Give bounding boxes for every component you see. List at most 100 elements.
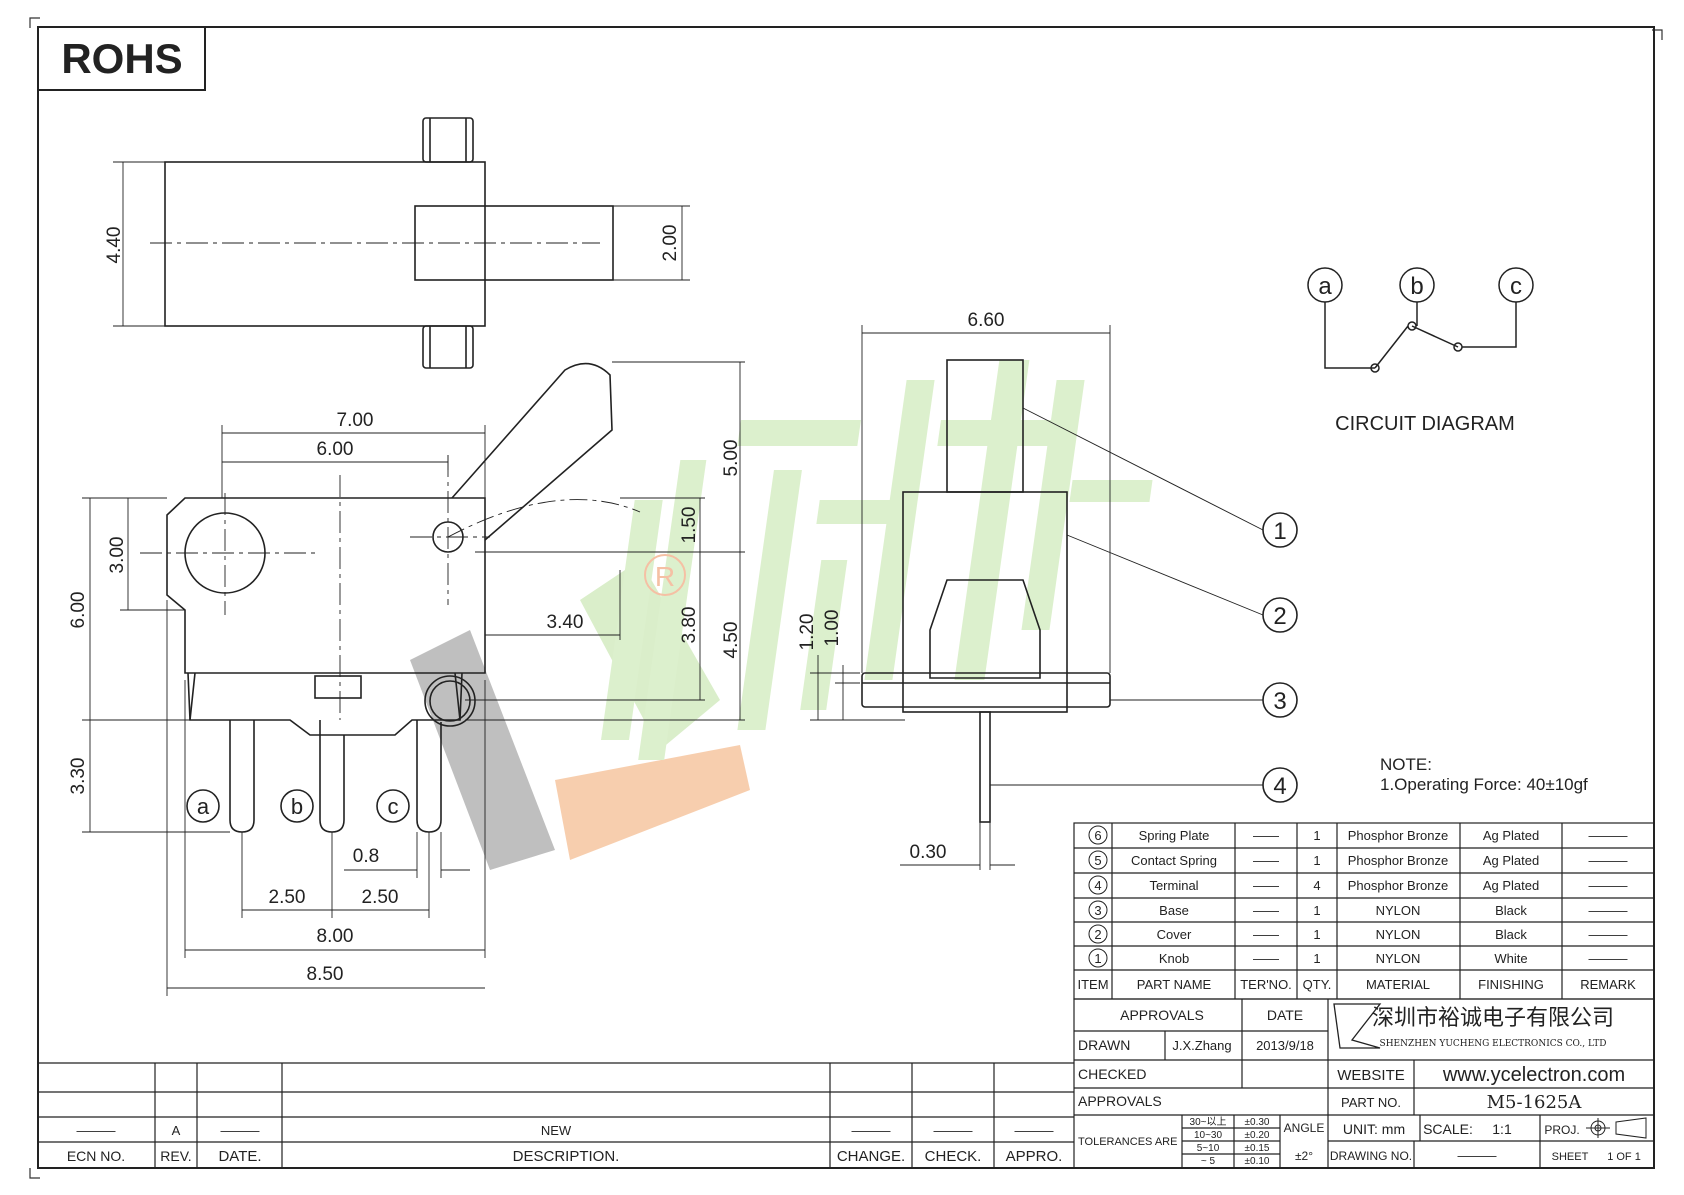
dim-2-00: 2.00 — [660, 225, 681, 262]
bom-item: 6 — [1094, 828, 1101, 843]
unit-label: UNIT: mm — [1343, 1121, 1405, 1137]
pin-label-c: c — [388, 794, 399, 819]
bom-qty: 4 — [1313, 878, 1320, 893]
drawing-no-label: DRAWING NO. — [1330, 1149, 1412, 1163]
dim-6-00-vertical: 6.00 — [68, 592, 89, 629]
dim-1-00: 1.00 — [822, 610, 843, 647]
rev-header-appro: APPRO. — [1006, 1148, 1063, 1165]
dim-3-40: 3.40 — [547, 612, 584, 633]
rev-ecn: ——— — [77, 1123, 116, 1138]
rev-header-change: CHANGE. — [837, 1148, 905, 1165]
sheet-border — [37, 26, 1655, 1169]
bom-finishing: Black — [1495, 927, 1527, 942]
dim-8-00: 8.00 — [317, 926, 354, 947]
rev-change: ——— — [852, 1123, 891, 1138]
bom-header-remark: REMARK — [1580, 977, 1636, 992]
dim-0-30: 0.30 — [910, 842, 947, 863]
corner-mark — [29, 17, 1663, 1179]
drawn-date: 2013/9/18 — [1256, 1038, 1314, 1053]
dim-3-30: 3.30 — [68, 758, 89, 795]
bom-remark: ——— — [1589, 853, 1628, 868]
approvals-label: APPROVALS — [1078, 1093, 1162, 1109]
callout-4: 4 — [1273, 773, 1286, 800]
watermark-logo-orange — [555, 745, 750, 860]
tol-range: 30~以上 — [1190, 1116, 1227, 1128]
rev-header-rev: REV. — [160, 1148, 191, 1164]
dim-8-50: 8.50 — [307, 964, 344, 985]
dim-3-00: 3.00 — [107, 537, 128, 574]
bom-item-circles — [1088, 825, 1108, 968]
dim-1-50: 1.50 — [679, 507, 700, 544]
bom-finishing: Black — [1495, 903, 1527, 918]
bom-item: 2 — [1094, 927, 1101, 942]
drawn-by: J.X.Zhang — [1172, 1038, 1231, 1053]
bom-header-item: ITEM — [1077, 977, 1108, 992]
bom-finishing: White — [1494, 951, 1527, 966]
watermark-logo-green — [580, 560, 720, 750]
bom-material: Phosphor Bronze — [1348, 853, 1448, 868]
dim-2-50-right: 2.50 — [362, 887, 399, 908]
company-name-cn: 深圳市裕诚电子有限公司 — [1372, 1005, 1614, 1030]
circuit-label-a: a — [1318, 273, 1332, 300]
rev-header-date: DATE. — [218, 1148, 261, 1165]
bom-material: Phosphor Bronze — [1348, 878, 1448, 893]
registered-letter: R — [655, 561, 675, 592]
bom-finishing: Ag Plated — [1483, 853, 1539, 868]
rev-check: ——— — [934, 1123, 973, 1138]
callout-2: 2 — [1273, 603, 1286, 630]
rev-header-ecn: ECN NO. — [67, 1148, 125, 1164]
side-view — [810, 325, 1298, 870]
sheet-value: 1 OF 1 — [1607, 1151, 1641, 1163]
bom-remark: ——— — [1589, 951, 1628, 966]
angle-label: ANGLE — [1284, 1121, 1325, 1135]
company-name-en: SHENZHEN YUCHENG ELECTRONICS CO., LTD — [1380, 1039, 1607, 1049]
tol-value: ±0.20 — [1245, 1130, 1270, 1141]
rev-rev: A — [172, 1123, 181, 1138]
approvals-header: APPROVALS — [1120, 1007, 1204, 1023]
dim-4-50: 4.50 — [721, 622, 742, 659]
bom-remark: ——— — [1589, 927, 1628, 942]
dim-3-80: 3.80 — [679, 607, 700, 644]
bom-material: NYLON — [1376, 903, 1421, 918]
bom-qty: 1 — [1313, 927, 1320, 942]
drawing-no-value: ——— — [1458, 1148, 1497, 1163]
bom-name: Contact Spring — [1131, 853, 1217, 868]
bom-rows: 6 Spring Plate —— 1 Phosphor Bronze Ag P… — [1077, 828, 1636, 992]
rev-header-check: CHECK. — [925, 1148, 982, 1165]
bom-ter: —— — [1253, 927, 1279, 942]
circuit-label-b: b — [1410, 273, 1423, 300]
scale-value: 1:1 — [1492, 1121, 1512, 1137]
tol-range: ~ 5 — [1201, 1156, 1216, 1167]
tol-value: ±0.30 — [1245, 1117, 1270, 1128]
front-view — [82, 361, 745, 996]
dim-7-00: 7.00 — [337, 410, 374, 431]
bom-remark: ——— — [1589, 878, 1628, 893]
registered-mark — [644, 554, 686, 596]
title-block-grid — [1073, 998, 1655, 1169]
rohs-label: ROHS — [61, 35, 182, 82]
website-label: WEBSITE — [1337, 1067, 1405, 1084]
angle-value: ±2° — [1295, 1149, 1313, 1163]
callout-3: 3 — [1273, 688, 1286, 715]
watermark-logo-gray — [410, 630, 555, 870]
bom-remark: ——— — [1589, 903, 1628, 918]
bom-finishing: Ag Plated — [1483, 828, 1539, 843]
pin-label-b: b — [291, 794, 303, 819]
projection-symbol-icon — [1586, 1117, 1647, 1139]
bom-header-qty: QTY. — [1303, 977, 1332, 992]
bom-ter: —— — [1253, 828, 1279, 843]
scale-label: SCALE: — [1423, 1121, 1473, 1137]
watermark-characters — [600, 360, 1153, 760]
sheet-label: SHEET — [1552, 1151, 1589, 1163]
tol-range: 5~10 — [1197, 1143, 1220, 1154]
note-title: NOTE: — [1380, 755, 1432, 774]
dim-4-40: 4.40 — [104, 227, 125, 264]
rev-header-desc: DESCRIPTION. — [513, 1148, 620, 1165]
dim-5-00: 5.00 — [721, 440, 742, 477]
bom-ter: —— — [1253, 878, 1279, 893]
bom-item: 1 — [1094, 951, 1101, 966]
tol-value: ±0.10 — [1245, 1156, 1270, 1167]
bom-ter: —— — [1253, 853, 1279, 868]
dim-0-8: 0.8 — [353, 846, 379, 867]
